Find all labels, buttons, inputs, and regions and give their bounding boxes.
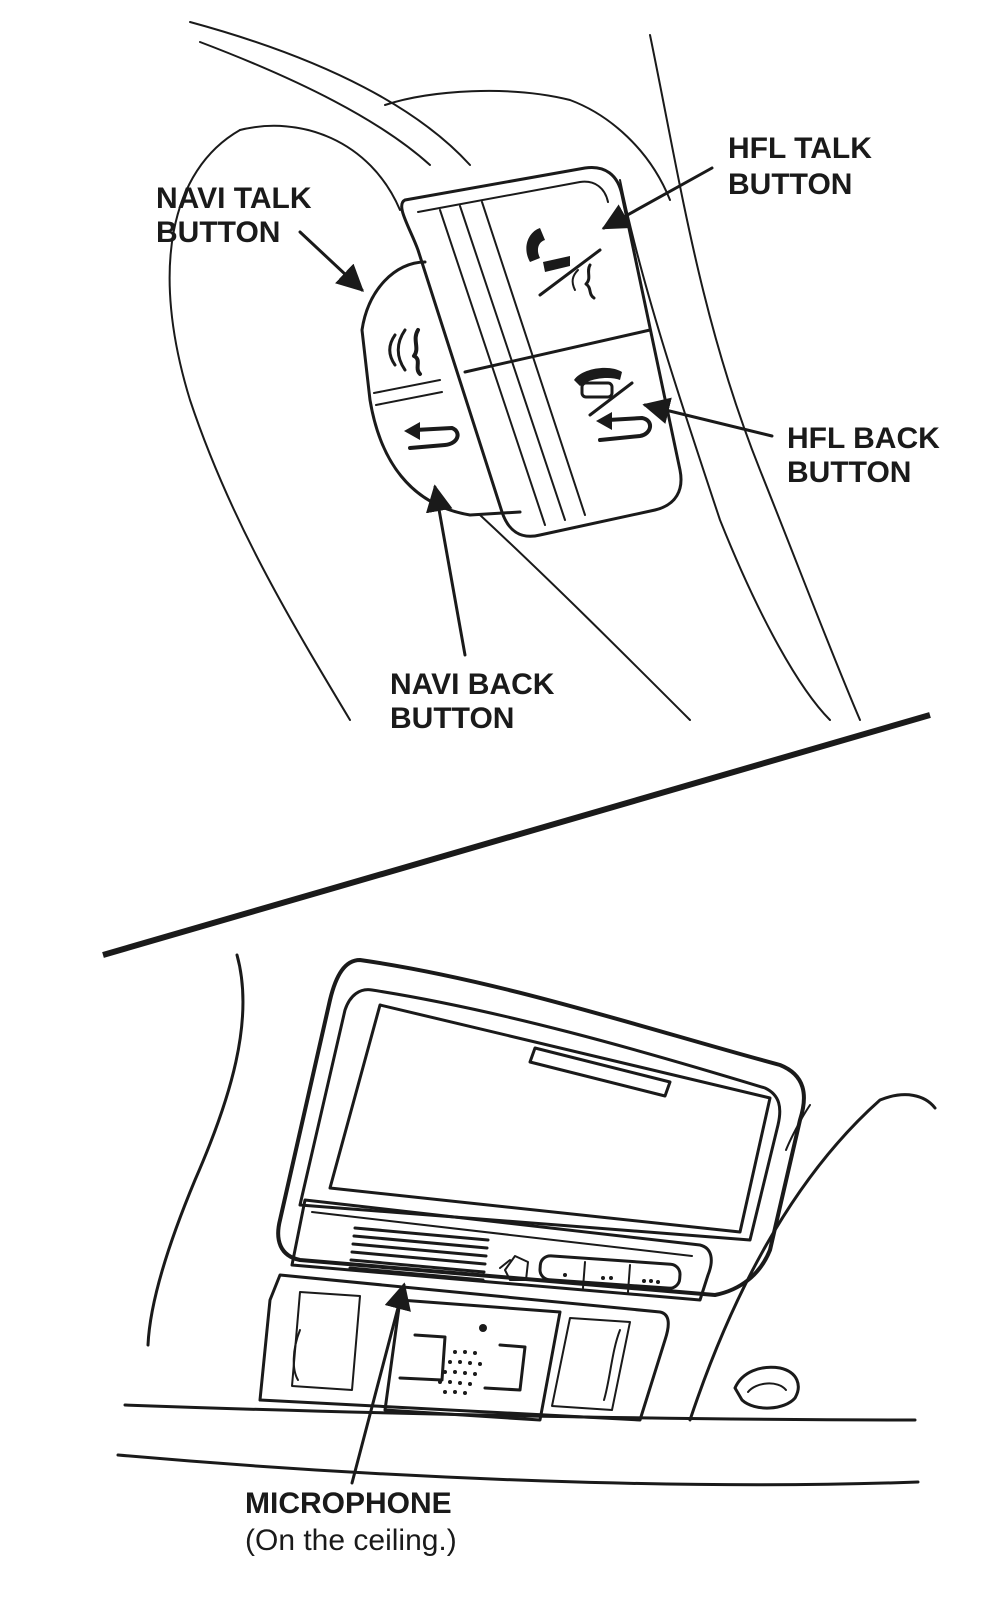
- map-lamp-right: [604, 1330, 620, 1400]
- section-separator: [103, 715, 930, 955]
- microphone-label: MICROPHONE: [245, 1487, 452, 1520]
- navi-button-divider: [376, 392, 442, 405]
- hfl-panel-inner-edge: [418, 182, 608, 212]
- wheel-rim-line: [190, 22, 470, 165]
- hfl-talk-label: BUTTON: [728, 168, 852, 201]
- navi-back-icon: [404, 422, 458, 448]
- navi-talk-icon: [390, 330, 420, 374]
- hfl-panel-rib: [460, 206, 565, 520]
- steering-wheel-illustration: [170, 22, 860, 720]
- map-lamp-left: [294, 1330, 300, 1380]
- ceiling-console-illustration: [118, 955, 935, 1485]
- navi-talk-label: BUTTON: [156, 216, 280, 249]
- microphone-arrow: [352, 1285, 404, 1483]
- wheel-rim-line: [200, 42, 430, 165]
- hfl-talk-label: HFL TALK: [728, 132, 872, 165]
- navi-button-pod: [362, 262, 520, 515]
- navi-back-label: NAVI BACK: [390, 668, 555, 701]
- roof-edge: [118, 1455, 918, 1485]
- hfl-back-arrow: [645, 405, 772, 436]
- lamp-switch-panel: [385, 1300, 560, 1420]
- hfl-talk-icon: [526, 228, 600, 298]
- map-lamp-left: [292, 1292, 360, 1390]
- roof-edge: [690, 1095, 935, 1420]
- hfl-back-icon: [574, 368, 650, 440]
- sensor-dot: [479, 1324, 487, 1332]
- wheel-rim-line: [385, 91, 670, 200]
- navi-back-label: BUTTON: [390, 702, 514, 735]
- control-strip-edge: [312, 1212, 692, 1256]
- navi-button-divider: [374, 380, 440, 393]
- lamp-switch-left: [400, 1335, 445, 1380]
- hfl-back-label: BUTTON: [787, 456, 911, 489]
- hfl-button-divider: [465, 330, 650, 372]
- lamp-switch-right: [485, 1345, 525, 1390]
- navi-talk-arrow: [300, 232, 362, 290]
- microphone-note: (On the ceiling.): [245, 1524, 457, 1557]
- hfl-back-label: HFL BACK: [787, 422, 940, 455]
- roof-edge: [148, 955, 243, 1345]
- vanity-screen: [330, 1005, 770, 1232]
- navi-talk-label: NAVI TALK: [156, 182, 312, 215]
- map-lamp-housing: [260, 1275, 668, 1420]
- grab-hook: [748, 1383, 786, 1392]
- grab-hook: [735, 1367, 798, 1408]
- console-frame-inner: [300, 990, 780, 1240]
